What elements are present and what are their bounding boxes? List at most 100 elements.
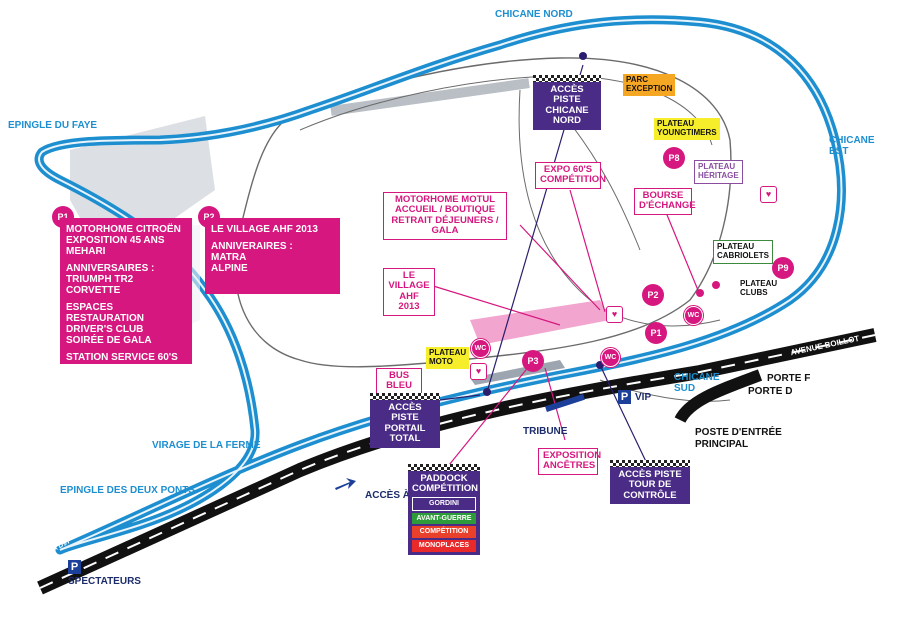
bus-bleu-label[interactable]: BUS BLEU — [376, 368, 422, 395]
checker-flag-icon — [610, 460, 690, 467]
p2-anniv-title: ANNIVERAIRES : — [211, 241, 293, 252]
tribune-bar — [545, 393, 585, 413]
pin-p8[interactable]: P8 — [663, 147, 685, 169]
acces-nord-line-2: CHICANE NORD — [545, 104, 589, 127]
connector-expo — [569, 189, 606, 313]
expo-line-2: COMPÉTITION — [540, 174, 606, 186]
connector-portail — [439, 394, 481, 401]
p2-title: LE VILLAGE AHF 2013 — [211, 224, 318, 235]
pin-p9[interactable]: P9 — [772, 257, 794, 279]
info-box-p1[interactable]: MOTORHOME CITROËN EXPOSITION 45 ANS MEHA… — [60, 218, 192, 364]
motul-line-1: MOTORHOME MOTUL — [394, 194, 496, 205]
plateau-youngtimers-tag[interactable]: PLATEAU YOUNGTIMERS — [654, 118, 720, 140]
wc-icon[interactable]: WC — [471, 339, 490, 358]
p1-resto-2: DRIVER'S CLUB — [66, 324, 144, 335]
wc-icon[interactable]: WC — [601, 348, 620, 367]
bourse-line-2: D'ÉCHANGE — [639, 200, 696, 212]
bourse-echange-label[interactable]: BOURSE D'ÉCHANGE — [634, 188, 696, 215]
plateau-clubs-tag[interactable]: PLATEAU CLUBS — [740, 279, 777, 298]
p1-resto-3: SOIRÉE DE GALA — [66, 335, 152, 346]
acces-nord-line-1: ACCÈS PISTE — [550, 84, 584, 106]
connector-p3 — [444, 364, 531, 471]
p2-anniv-1: MATRA — [211, 252, 247, 263]
magenta-dot-1 — [696, 289, 704, 297]
paddock-line-1: PADDOCK — [420, 473, 468, 484]
paddock-area — [70, 116, 215, 245]
poste-entree-label-1: POSTE D'ENTRÉE — [695, 427, 782, 438]
arrow-right-icon — [335, 478, 356, 490]
acces-chicane-nord-box[interactable]: ACCÈS PISTE CHICANE NORD — [533, 75, 601, 130]
access-dot-portail — [483, 388, 491, 396]
porte-d-label: PORTE D — [748, 386, 793, 397]
pin-p1[interactable]: P1 — [645, 322, 667, 344]
moto-line-2: MOTO — [429, 356, 453, 366]
info-box-p2[interactable]: LE VILLAGE AHF 2013 ANNIVERAIRES : MATRA… — [205, 218, 340, 294]
top-strip — [330, 78, 530, 116]
restaurant-icon[interactable]: ♥ — [470, 363, 487, 380]
p1-station: STATION SERVICE 60'S — [66, 352, 178, 363]
plateau-heritage-tag[interactable]: PLATEAU HÉRITAGE — [694, 160, 743, 184]
parc-exception-tag[interactable]: PARC EXCEPTION — [623, 74, 676, 96]
acces-tour-line-2: TOUR DE CONTRÔLE — [623, 479, 677, 501]
connector-village — [429, 284, 561, 326]
motorhome-motul-label[interactable]: MOTORHOME MOTUL ACCUEIL / BOUTIQUE RETRA… — [383, 192, 507, 240]
restaurant-icon[interactable]: ♥ — [760, 186, 777, 203]
paddock-line-2: COMPÉTITION — [412, 483, 478, 495]
p1-line-2: EXPOSITION 45 ANS MEHARI — [66, 235, 165, 257]
chicane-est-label-1: CHICANE — [829, 135, 875, 146]
plateau-cabriolets-tag[interactable]: PLATEAU CABRIOLETS — [713, 240, 773, 264]
legend-competition: COMPÉTITION — [412, 526, 476, 538]
tribune-label: TRIBUNE — [523, 426, 568, 437]
ancetres-line-1: EXPOSITION — [543, 450, 602, 461]
heritage-line-1: PLATEAU — [698, 162, 736, 171]
poste-entree-label-2: PRINCIPAL — [695, 439, 749, 450]
inner-diag — [518, 89, 721, 327]
p1-anniv-1: TRIUMPH TR2 — [66, 274, 134, 285]
connector-tour — [599, 364, 651, 471]
motul-line-2: ACCUEIL / BOUTIQUE — [394, 204, 496, 216]
legend-gordini: GORDINI — [412, 496, 476, 511]
restaurant-icon[interactable]: ♥ — [606, 306, 623, 323]
expo-line-1: EXPO 60'S — [543, 164, 593, 175]
acces-tour-controle-box[interactable]: ACCÈS PISTE TOUR DE CONTRÔLE — [610, 460, 690, 505]
porte-f-label: PORTE F — [767, 373, 811, 384]
parking-icon-spectateurs: P — [68, 560, 81, 574]
pin-p2[interactable]: P2 — [642, 284, 664, 306]
motul-line-3: RETRAIT DÉJEUNERS / GALA — [391, 214, 499, 237]
expo-60s-label[interactable]: EXPO 60'S COMPÉTITION — [535, 162, 606, 189]
p2-anniv-2: ALPINE — [211, 263, 248, 274]
bourse-line-1: BOURSE — [642, 190, 684, 201]
acces-tour-line-1: ACCÈS PISTE — [618, 469, 682, 480]
parc-line-2: EXCEPTION — [626, 83, 673, 93]
access-dot-nord — [579, 52, 587, 60]
connector-motorhome — [519, 224, 601, 311]
acces-a-pied-label[interactable]: ACCÈS À PIED — [365, 490, 437, 501]
checker-flag-icon — [408, 464, 480, 471]
plateau-moto-tag[interactable]: PLATEAU MOTO — [426, 347, 470, 369]
acces-portail-total-box[interactable]: ACCÈS PISTE PORTAIL TOTAL — [370, 393, 440, 448]
virage-ferme-label: VIRAGE DE LA FERME — [152, 440, 261, 451]
acces-portail-line-1: ACCÈS PISTE — [388, 402, 422, 424]
village-area — [470, 300, 610, 345]
race-track-inner — [38, 18, 843, 551]
side-road — [674, 369, 763, 424]
chicane-est-label-2: EST — [829, 146, 849, 157]
young-line-1: PLATEAU — [657, 119, 695, 128]
p1-resto-1: ESPACES RESTAURATION — [66, 302, 144, 324]
chicane-sud-label-1: CHICANE — [674, 372, 720, 383]
paddock-competition-box[interactable]: PADDOCK COMPÉTITION GORDINI AVANT-GUERRE… — [408, 464, 480, 555]
chicane-sud-label-2: SUD — [674, 383, 696, 394]
cabriolets-line-2: CABRIOLETS — [717, 250, 769, 260]
village-ahf-label[interactable]: LE VILLAGE AHF 2013 — [383, 268, 435, 316]
ancetres-line-2: ANCÊTRES — [543, 460, 596, 472]
pin-p3[interactable]: P3 — [522, 350, 544, 372]
village-line-2: AHF 2013 — [398, 290, 420, 313]
checker-flag-icon — [370, 393, 440, 400]
chicane-nord-label: CHICANE NORD — [495, 9, 573, 20]
spectateurs-label: SPECTATEURS — [68, 576, 141, 587]
p1-line-1: MOTORHOME CITROËN — [66, 224, 181, 235]
wc-icon[interactable]: WC — [684, 306, 703, 325]
clubs-line-2: CLUBS — [740, 287, 768, 297]
parc-line-1: PARC — [626, 75, 649, 84]
exposition-ancetres-label[interactable]: EXPOSITION ANCÊTRES — [538, 448, 602, 475]
